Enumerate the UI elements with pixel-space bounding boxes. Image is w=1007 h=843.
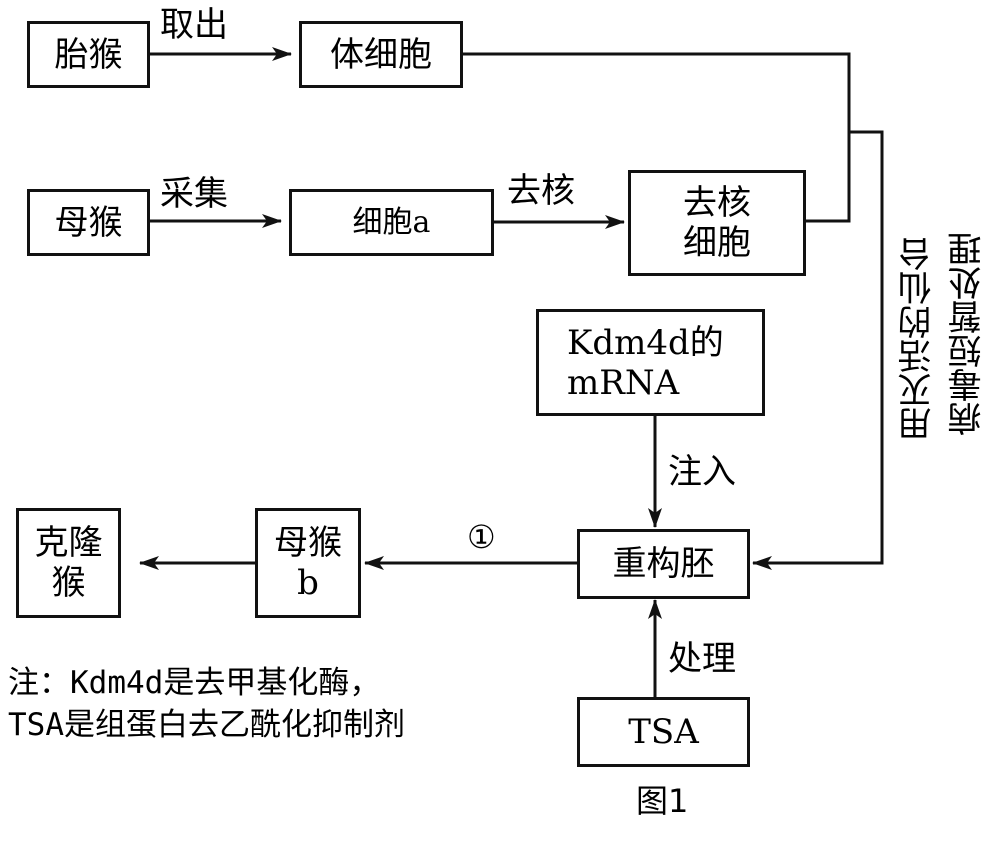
edge-label-virus-treatment-line2: 病毒短暂处理 [948, 232, 988, 436]
node-mother-monkey-b-line1: 母猴 [274, 523, 342, 563]
note-line2: TSA是组蛋白去乙酰化抑制剂 [8, 707, 405, 743]
node-enucleated-cell-line1: 去核 [683, 183, 751, 223]
node-reconstructed-embryo: 重构胚 [577, 529, 750, 599]
node-kdm4d-mrna: Kdm4d的 mRNA [536, 309, 765, 416]
node-fetal-monkey-label: 胎猴 [54, 34, 123, 75]
edge-label-treat: 处理 [668, 639, 736, 679]
node-cloned-monkey-line1: 克隆 [34, 523, 103, 563]
node-tsa-label: TSA [628, 712, 699, 752]
node-enucleated-cell-line2: 细胞 [683, 223, 751, 263]
edge-label-enucleate: 去核 [507, 171, 575, 211]
node-cell-a: 细胞a [289, 189, 494, 256]
edge-label-collect: 采集 [160, 174, 228, 214]
arrow-virus-treatment [752, 130, 884, 570]
line-somatic-merge [462, 52, 851, 223]
edge-label-inject: 注入 [668, 452, 736, 492]
edge-label-virus-treatment-line1: 用灭活的仙台 [898, 237, 938, 441]
edge-label-step1: ① [467, 518, 496, 556]
node-reconstructed-embryo-label: 重构胚 [612, 544, 715, 584]
node-enucleated-cell: 去核 细胞 [628, 170, 806, 276]
node-mother-monkey-b-line2: b [297, 563, 319, 603]
node-mother-monkey: 母猴 [27, 189, 150, 256]
node-mother-monkey-b: 母猴 b [255, 508, 361, 618]
node-cloned-monkey-line2: 猴 [51, 563, 86, 603]
figure-caption: 图1 [636, 782, 689, 820]
node-fetal-monkey: 胎猴 [27, 21, 150, 88]
node-somatic-cell-label: 体细胞 [330, 34, 432, 75]
node-kdm4d-mrna-line2: mRNA [567, 362, 680, 403]
node-tsa: TSA [577, 697, 750, 767]
edge-label-extract: 取出 [160, 5, 228, 45]
note-line1: 注：Kdm4d是去甲基化酶， [8, 665, 381, 701]
node-cloned-monkey: 克隆 猴 [16, 508, 121, 618]
node-mother-monkey-label: 母猴 [54, 202, 123, 243]
node-kdm4d-mrna-line1: Kdm4d的 [567, 322, 724, 363]
node-cell-a-label: 细胞a [352, 204, 431, 240]
node-somatic-cell: 体细胞 [299, 21, 463, 88]
